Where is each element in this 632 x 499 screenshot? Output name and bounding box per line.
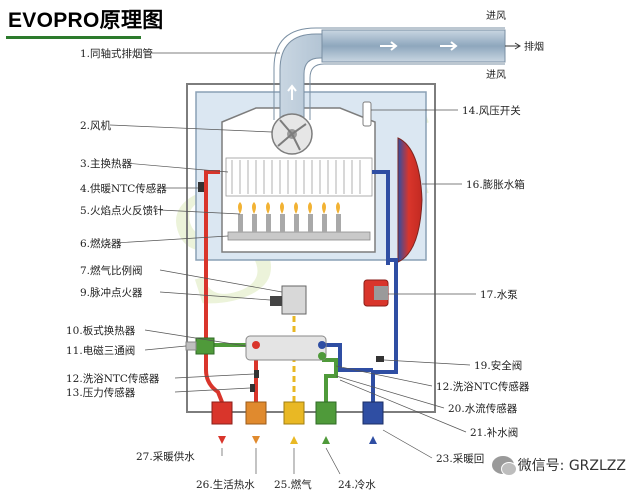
safety-valve xyxy=(376,356,384,362)
bottom-connectors xyxy=(211,401,384,444)
left-labels: 1.同轴式排烟管 2.风机 3.主换热器 4.供暖NTC传感器 5.火焰点火反馈… xyxy=(66,47,167,399)
bottom-labels: 27.采暖供水 26.生活热水 25.燃气 24.冷水 xyxy=(136,450,376,491)
label-1: 1.同轴式排烟管 xyxy=(80,47,153,60)
gas-valve xyxy=(270,285,307,315)
bottom-leader-lines xyxy=(221,447,341,475)
pump xyxy=(363,279,389,307)
expansion-tank xyxy=(397,137,423,263)
label-21: 21.补水阀 xyxy=(470,426,518,439)
label-12-left: 12.洗浴NTC传感器 xyxy=(66,372,160,385)
flue-outlet-label: 排烟 xyxy=(524,40,544,53)
label-19: 19.安全阀 xyxy=(474,359,522,372)
fan xyxy=(271,113,313,155)
label-9: 9.脉冲点火器 xyxy=(80,286,143,299)
label-3: 3.主换热器 xyxy=(80,157,133,170)
pressure-sensor xyxy=(250,384,255,392)
label-14: 14.风压开关 xyxy=(462,104,521,117)
label-25: 25.燃气 xyxy=(274,478,312,491)
label-7: 7.燃气比例阀 xyxy=(80,264,143,277)
title-underline xyxy=(6,36,141,39)
label-6: 6.燃烧器 xyxy=(80,237,122,250)
wechat-icon xyxy=(491,456,517,476)
label-23: 23.采暖回 xyxy=(436,452,484,465)
heating-ntc-sensor xyxy=(198,182,204,192)
label-12-right: 12.洗浴NTC传感器 xyxy=(436,380,530,393)
page-title: EVOPRO原理图 xyxy=(8,9,164,32)
right-leader-lines xyxy=(335,109,476,459)
burner xyxy=(227,202,371,241)
label-26: 26.生活热水 xyxy=(196,478,255,491)
boiler-casing xyxy=(186,83,436,413)
wechat-id-text: 微信号: GRZLZZ xyxy=(517,458,626,474)
wechat-watermark: 微信号: GRZLZZ xyxy=(491,455,626,476)
label-20: 20.水流传感器 xyxy=(448,402,518,415)
label-13: 13.压力传感器 xyxy=(66,386,136,399)
label-16: 16.膨胀水箱 xyxy=(466,178,525,191)
label-4: 4.供暖NTC传感器 xyxy=(80,182,167,195)
left-leader-lines xyxy=(109,52,283,393)
main-heat-exchanger xyxy=(225,157,373,197)
label-17: 17.水泵 xyxy=(480,289,518,301)
label-5: 5.火焰点火反馈针 xyxy=(80,204,164,217)
plate-heat-exchanger xyxy=(245,335,327,361)
label-10: 10.板式换热器 xyxy=(66,324,136,337)
air-pressure-switch xyxy=(362,101,372,127)
label-2: 2.风机 xyxy=(80,119,112,132)
right-labels: 14.风压开关 16.膨胀水箱 17.水泵 19.安全阀 12.洗浴NTC传感器… xyxy=(436,104,530,465)
label-27: 27.采暖供水 xyxy=(136,450,195,463)
dhw-ntc-sensor xyxy=(254,370,259,378)
label-11: 11.电磁三通阀 xyxy=(66,344,135,357)
label-24: 24.冷水 xyxy=(338,478,376,491)
flue-inlet-bottom-label: 进风 xyxy=(486,69,506,81)
flue-inlet-top-label: 进风 xyxy=(486,10,506,22)
